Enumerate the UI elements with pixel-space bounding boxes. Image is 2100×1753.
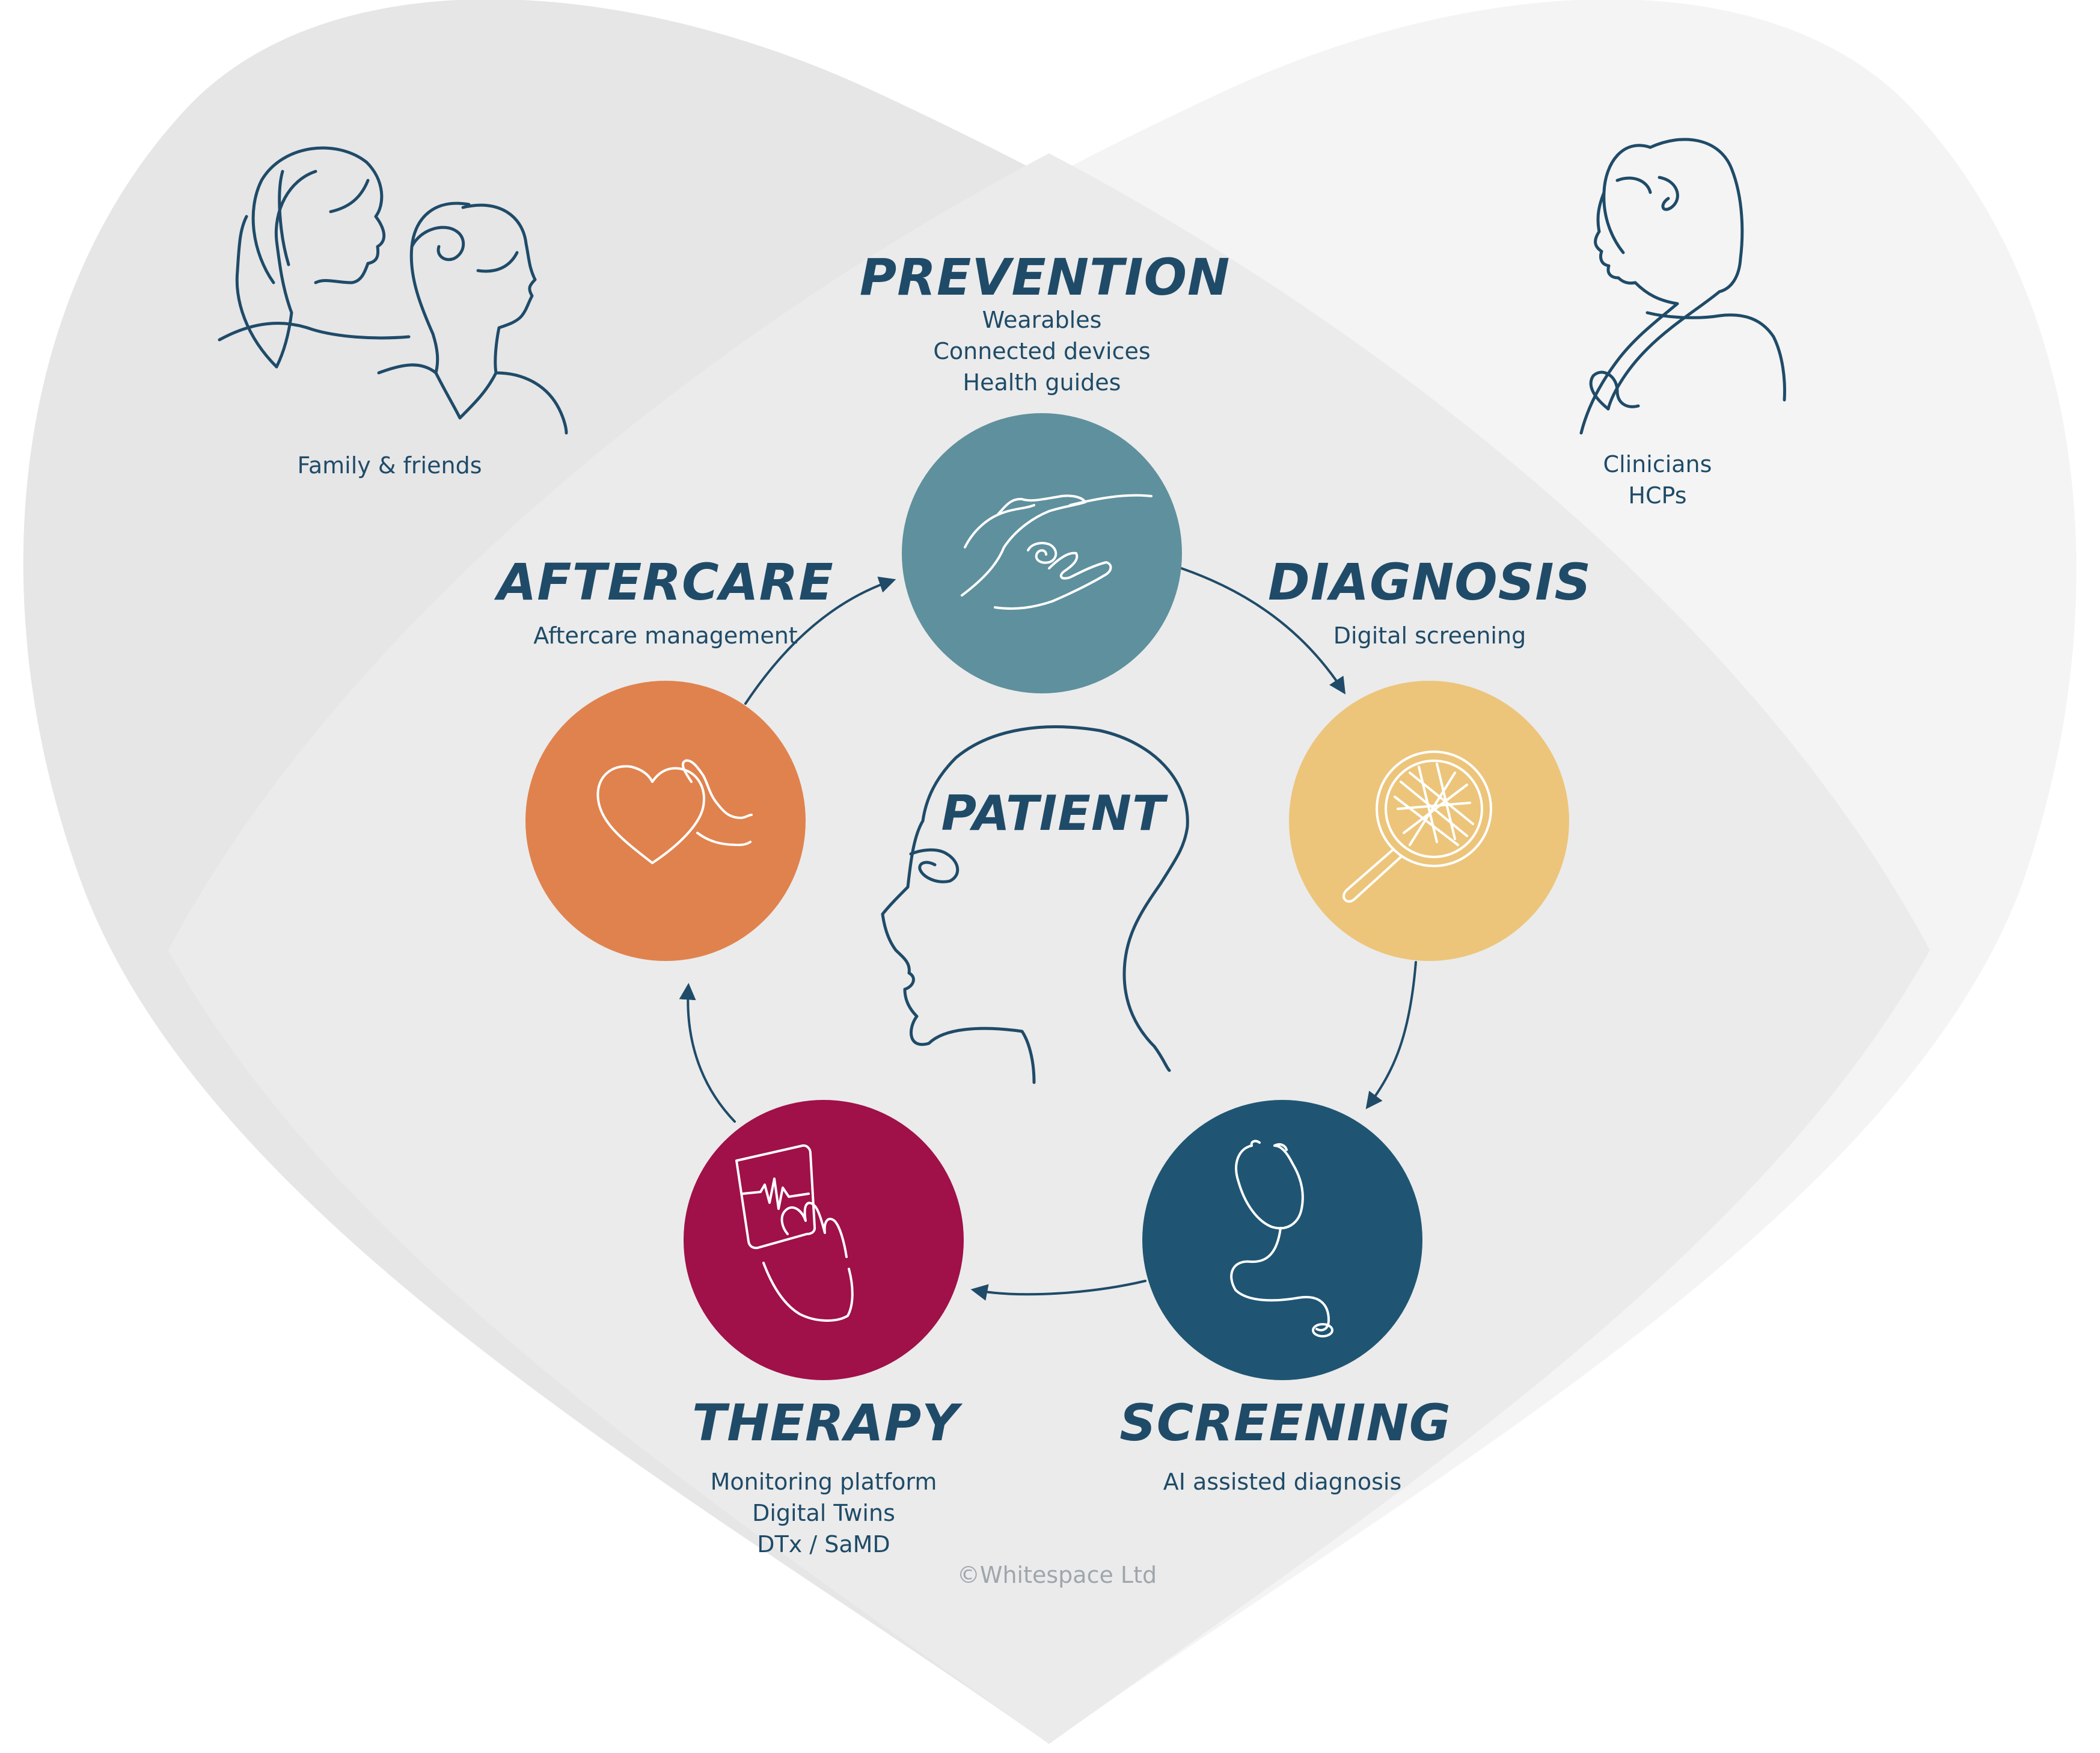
screening-circle [1142, 1100, 1422, 1380]
arrow-screening-to-therapy [970, 1280, 1146, 1301]
prevention-circle [902, 413, 1182, 693]
stethoscope-icon [1230, 1140, 1333, 1337]
arrow-aftercare-to-prevention [744, 576, 896, 705]
cycle-arrows [679, 567, 1417, 1301]
aftercare-line-1: Aftercare management [533, 622, 797, 649]
diagnosis-title: DIAGNOSIS [1268, 553, 1591, 612]
clinician-figure [1579, 138, 1786, 435]
arrow-therapy-to-aftercare [679, 983, 736, 1123]
protecting-hands-icon [961, 494, 1153, 610]
patient-head [881, 725, 1189, 1084]
heart-hand-icon [596, 759, 753, 864]
clinicians-label-line-2: HCPs [1628, 482, 1686, 509]
therapy-circle [684, 1100, 964, 1380]
prevention-title: PREVENTION [860, 248, 1231, 307]
prevention-line-3: Health guides [963, 369, 1121, 396]
screening-title: SCREENING [1119, 1393, 1451, 1452]
therapy-line-3: DTx / SaMD [757, 1531, 890, 1558]
copyright-notice: ©Whitespace Ltd [957, 1562, 1157, 1588]
family-label: Family & friends [297, 452, 482, 479]
aftercare-title: AFTERCARE [494, 553, 833, 612]
heart-overlap [168, 153, 1930, 1744]
therapy-title: THERAPY [692, 1393, 963, 1452]
family-figures [218, 146, 568, 435]
aftercare-circle [525, 681, 806, 961]
prevention-line-2: Connected devices [933, 338, 1150, 364]
tablet-touch-icon [735, 1144, 854, 1322]
diagnosis-circle [1289, 681, 1569, 961]
clinicians-label-line-1: Clinicians [1603, 451, 1712, 477]
therapy-line-1: Monitoring platform [711, 1469, 937, 1495]
arrow-diagnosis-to-screening [1365, 961, 1417, 1110]
patient-label: PATIENT [941, 785, 1168, 841]
arrow-prevention-to-diagnosis [1180, 567, 1346, 695]
screening-line-1: AI assisted diagnosis [1163, 1469, 1402, 1495]
diagnosis-line-1: Digital screening [1333, 622, 1526, 649]
therapy-line-2: Digital Twins [752, 1500, 895, 1526]
magnifier-icon [1342, 751, 1492, 903]
heart-background [23, 0, 2077, 1744]
prevention-line-1: Wearables [982, 307, 1102, 333]
